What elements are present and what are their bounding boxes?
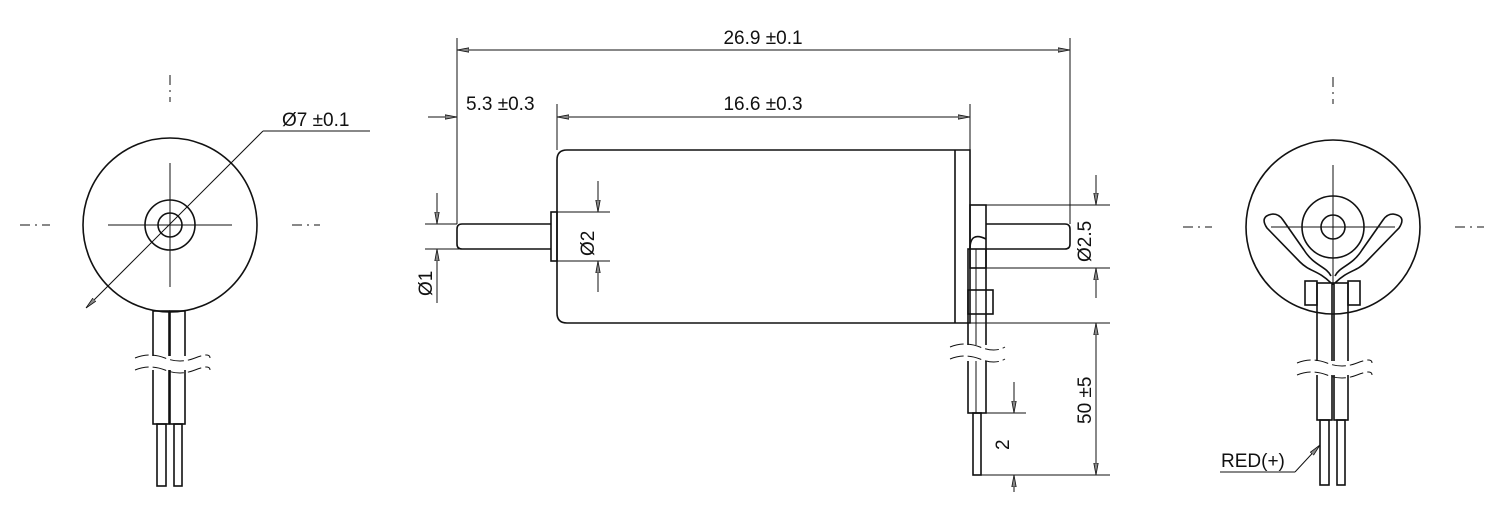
lead-wire: [1316, 282, 1333, 421]
diameter-leader: [85, 130, 264, 309]
terminal-left: [1263, 213, 1332, 284]
shaft-diameter-label: Ø1: [416, 271, 437, 296]
terminal-right: [1334, 213, 1403, 284]
rear-view: RED(+): [1183, 77, 1484, 486]
red-lead-label: RED(+): [1221, 451, 1285, 472]
front-view: Ø7 ±0.1: [20, 75, 370, 487]
lead-wires: [134, 310, 211, 487]
side-view: 26.9 ±0.1 5.3 ±0.3 16.6 ±0.3 Ø1 Ø2 Ø2.5 …: [416, 28, 1110, 492]
rear-boss-diameter-label: Ø2.5: [1075, 221, 1096, 262]
body-length-label: 16.6 ±0.3: [723, 94, 802, 115]
rear-boss: [969, 204, 987, 269]
front-boss: [550, 211, 558, 262]
stripped-wire: [972, 412, 982, 476]
shaft-length-label: 5.3 ±0.3: [466, 94, 535, 115]
motor-body: [556, 149, 971, 324]
motor-outline: [1245, 139, 1421, 315]
lead-clamp: [967, 289, 994, 315]
output-shaft: [456, 223, 551, 250]
boss-diameter-label: Ø2: [578, 231, 599, 256]
lead-wire: [1333, 282, 1349, 421]
diameter-label: Ø7 ±0.1: [282, 110, 349, 131]
rear-shaft: [986, 223, 1071, 250]
strip-length-label: 2: [993, 439, 1014, 450]
lead-length-label: 50 ±5: [1075, 377, 1096, 424]
overall-length-label: 26.9 ±0.1: [723, 28, 802, 49]
